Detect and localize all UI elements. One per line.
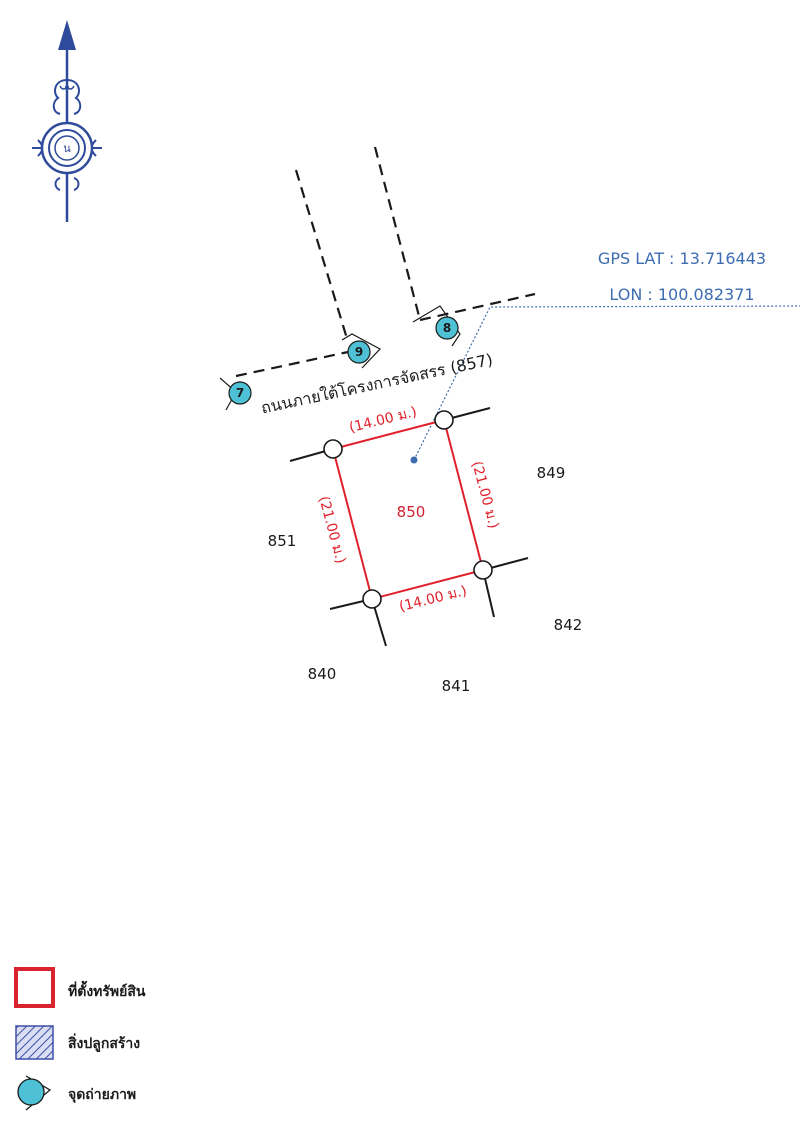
gps-point — [410, 456, 418, 464]
gps-lon-label: LON : 100.082371 — [609, 285, 754, 304]
parcel-number-851: 851 — [268, 532, 297, 550]
road-lines — [235, 146, 536, 378]
compass-glyph: น — [63, 142, 71, 155]
legend-photo-point-icon — [17, 1075, 52, 1111]
dimension-left: (21.00 ม.) — [315, 495, 348, 566]
dimension-right: (21.00 ม.) — [468, 460, 501, 531]
road-label: ถนนภายใต้โครงการจัดสรร (857) — [259, 350, 494, 418]
parcel-number-841: 841 — [442, 677, 471, 695]
legend: ที่ตั้งทรัพย์สิน สิ่งปลูกสร้าง จุดถ่ายภา… — [14, 967, 146, 1111]
legend-building-swatch — [15, 1025, 54, 1060]
photo-point-7-label: 7 — [236, 386, 244, 400]
photo-point-9: 9 — [341, 333, 381, 369]
north-arrow-icon: น — [32, 20, 102, 222]
gps-leader-line — [413, 305, 801, 461]
legend-property-swatch — [14, 967, 55, 1008]
photo-point-9-label: 9 — [355, 345, 363, 359]
gps-lat-label: GPS LAT : 13.716443 — [598, 249, 766, 268]
photo-point-7: 7 — [219, 377, 252, 411]
subject-parcel-number: 850 — [397, 503, 426, 521]
legend-property-label: ที่ตั้งทรัพย์สิน — [68, 980, 146, 1000]
dimension-bottom: (14.00 ม.) — [398, 583, 469, 615]
dimension-top: (14.00 ม.) — [348, 404, 419, 436]
legend-photo-point-label: จุดถ่ายภาพ — [68, 1087, 136, 1103]
parcel-number-849: 849 — [537, 464, 566, 482]
photo-point-8: 8 — [412, 305, 461, 347]
parcel-number-840: 840 — [308, 665, 337, 683]
photo-point-8-label: 8 — [443, 321, 451, 335]
parcel-number-842: 842 — [554, 616, 583, 634]
legend-building-label: สิ่งปลูกสร้าง — [68, 1033, 141, 1052]
parcel-corner-markers — [323, 410, 493, 609]
